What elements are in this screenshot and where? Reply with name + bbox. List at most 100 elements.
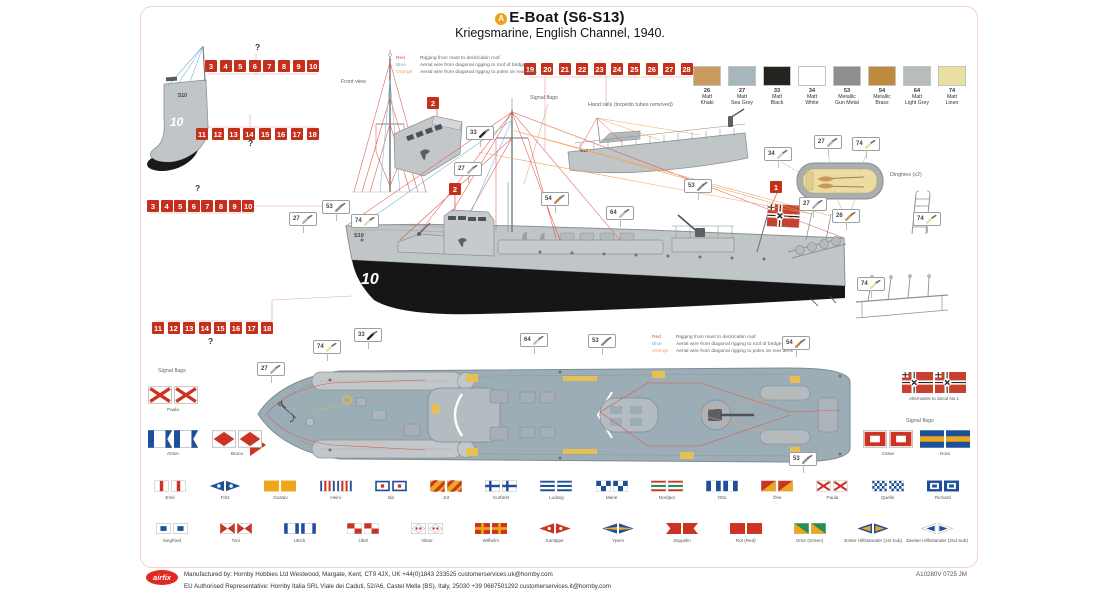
paint-callout-33: 33 (466, 126, 494, 147)
part-number: 11 (196, 128, 208, 140)
flag-label: Fritz (220, 495, 230, 500)
paintbrush-icon (801, 454, 813, 464)
paintbrush-icon (532, 335, 544, 345)
part-number: 17 (245, 322, 258, 334)
paintbrush-icon (801, 454, 813, 464)
paintbrush-icon (334, 202, 346, 212)
flag-pair (921, 522, 953, 535)
paintbrush-icon (925, 214, 937, 224)
signal-flag-group: Jot (414, 480, 478, 500)
signal-flag-group: Zeppelin (650, 522, 714, 543)
flag-label: Ulrich (293, 538, 306, 543)
paintbrush-icon (478, 128, 490, 138)
flag-pair (761, 480, 794, 492)
flag-label: Toni (231, 538, 240, 543)
part-number: 6 (187, 200, 200, 212)
svg-text:S10: S10 (178, 93, 187, 99)
flag-pair (602, 522, 634, 535)
paintbrush-icon (826, 137, 838, 147)
paintbrush-icon (618, 208, 630, 218)
question-mark: ? (255, 42, 261, 52)
signal-flag-group: Ypern (586, 522, 650, 543)
dinghy-drawing (780, 154, 884, 223)
part-number: 6 (248, 60, 261, 72)
part-number: 28 (680, 63, 693, 75)
part-number: 18 (261, 322, 274, 334)
paintbrush-icon (925, 214, 937, 224)
flag-pair (485, 480, 518, 492)
flag-pair (411, 522, 443, 535)
part-number: 9 (292, 60, 305, 72)
svg-text:S10: S10 (354, 233, 364, 239)
signal-flag-group: Grün (Green) (778, 522, 842, 543)
paint-callout-74: 74 (313, 340, 341, 361)
paintbrush-icon (844, 211, 856, 221)
signal-flag-group: Heini (304, 480, 368, 500)
paintbrush-icon (794, 338, 806, 348)
flag-label: Ludwig (549, 495, 564, 500)
bridge-detail-drawing (393, 115, 463, 177)
paint-callout-54: 54 (782, 336, 810, 357)
signal-flag-group: Cäsar (856, 430, 920, 456)
callout-connector-lines (151, 54, 692, 322)
stern-view-drawing: S10 (567, 108, 749, 174)
signal-flag-group: Bruno (205, 430, 269, 456)
flag-label: Übel (358, 538, 368, 543)
flag-pair (283, 522, 316, 535)
part-number: 12 (167, 322, 180, 334)
paint-swatch (938, 66, 966, 86)
paintbrush-icon (811, 199, 823, 209)
flag-label: Grün (Green) (795, 538, 824, 543)
bridge-top (427, 387, 501, 443)
flag-pair (666, 522, 698, 535)
svg-text:10: 10 (361, 271, 379, 288)
paint-swatch (693, 66, 721, 86)
signal-flag-group: Otto (690, 480, 754, 500)
ensign-pair (902, 372, 966, 393)
flag-pair (154, 480, 186, 492)
paintbrush-icon (869, 279, 881, 289)
flag-label: Dora (940, 451, 950, 456)
flag-label: Bruno (230, 451, 244, 456)
signal-flags-pointer-label: Signal flags (530, 95, 558, 101)
signal-flag-group: Gustav (248, 480, 312, 500)
flag-label: Jot (442, 495, 450, 500)
signal-flag-group: Marie (580, 480, 644, 500)
paintbrush-icon (776, 149, 788, 159)
part-number: 10 (242, 200, 255, 212)
paintbrush-icon (864, 139, 876, 149)
signal-flag-group: Kurfürst (469, 480, 533, 500)
paintbrush-icon (618, 208, 630, 218)
part-number: 22 (576, 63, 589, 75)
signal-flag-group: Erster Hilfsstander (1st Sub) (841, 522, 905, 543)
kriegsmarine-ensign (766, 203, 801, 228)
part-number: 4 (160, 200, 173, 212)
signal-flag-group: Wilhelm (459, 522, 523, 543)
ensign-decal-group: Alternative to decal No.1 (898, 372, 970, 401)
part-number: 16 (229, 322, 242, 334)
flag-pair (148, 386, 198, 404)
flag-label: Xantippe (545, 538, 564, 543)
question-mark: ? (208, 336, 214, 346)
part-number: 7 (201, 200, 214, 212)
flag-label: Quelle (880, 495, 895, 500)
part-number: 5 (234, 60, 247, 72)
paintbrush-icon (532, 335, 544, 345)
part-number: 26 (645, 63, 658, 75)
part-number: 18 (306, 128, 319, 140)
paint-swatch (798, 66, 826, 86)
signal-flag-group: Öse (745, 480, 809, 500)
part-number: 11 (152, 322, 164, 334)
footer-part-code: A10280V 0725 JM (916, 571, 967, 578)
paint-swatch (833, 66, 861, 86)
flag-label: Erster Hilfsstander (1st Sub) (844, 538, 903, 543)
